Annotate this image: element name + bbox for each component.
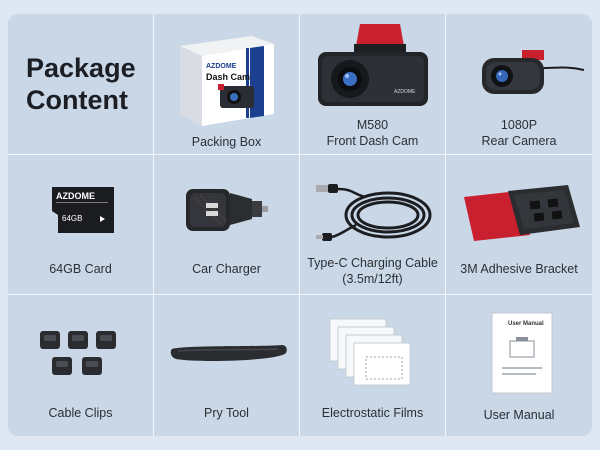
item-front-dash-cam: AZDOME M580 Front Dash Cam xyxy=(300,14,446,155)
card-size-text: 64GB xyxy=(62,214,82,223)
package-content-panel: Package Content AZDOME Dash Cam Packing … xyxy=(8,14,592,436)
item-label-line-1: M580 xyxy=(356,118,389,132)
car-charger-icon xyxy=(186,189,268,231)
pry-tool-icon xyxy=(170,345,287,361)
item-64gb-card: AZDOME 64GB 64GB Card xyxy=(8,155,154,295)
user-manual-icon: User Manual xyxy=(491,312,553,394)
item-adhesive-bracket: 3M Adhesive Bracket xyxy=(446,155,592,295)
packing-box-icon: AZDOME Dash Cam xyxy=(180,36,274,126)
item-label-line-1: Type-C Charging Cable xyxy=(307,256,438,270)
item-label: 3M Adhesive Bracket xyxy=(460,262,578,276)
manual-title-text: User Manual xyxy=(508,321,544,327)
box-brand-text: AZDOME xyxy=(206,63,237,70)
camera-brand-text: AZDOME xyxy=(394,89,416,95)
front-dash-cam-icon: AZDOME xyxy=(318,24,428,106)
item-label-line-1: 1080P xyxy=(500,118,538,132)
electrostatic-films-icon xyxy=(329,318,411,386)
item-label: 64GB Card xyxy=(49,262,112,276)
rear-camera-icon xyxy=(482,50,584,94)
sd-card-icon: AZDOME 64GB xyxy=(52,187,114,233)
page-title: Package Content xyxy=(26,52,136,116)
charging-cable-icon xyxy=(316,184,432,241)
adhesive-bracket-icon xyxy=(464,185,580,241)
item-pry-tool: Pry Tool xyxy=(154,295,300,436)
card-brand-text: AZDOME xyxy=(56,191,95,201)
item-label: User Manual xyxy=(483,408,555,422)
box-product-text: Dash Cam xyxy=(206,72,250,82)
item-charging-cable: Type-C Charging Cable (3.5m/12ft) xyxy=(300,155,446,295)
item-packing-box: AZDOME Dash Cam Packing Box xyxy=(154,14,300,155)
item-car-charger: Car Charger xyxy=(154,155,300,295)
title-line-2: Content xyxy=(26,85,128,115)
item-user-manual: User Manual User Manual xyxy=(446,295,592,436)
item-cable-clips: Cable Clips xyxy=(8,295,154,436)
item-label: Electrostatic Films xyxy=(321,406,424,420)
cable-clips-icon xyxy=(40,331,116,375)
item-electrostatic-films: Electrostatic Films xyxy=(300,295,446,436)
item-label: Car Charger xyxy=(192,262,261,276)
title-cell: Package Content xyxy=(8,14,154,155)
item-label-line-2: Rear Camera xyxy=(481,134,557,148)
item-rear-camera: 1080P Rear Camera xyxy=(446,14,592,155)
item-label-line-2: Front Dash Cam xyxy=(326,134,419,148)
contents-grid: Package Content AZDOME Dash Cam Packing … xyxy=(8,14,592,436)
title-line-1: Package xyxy=(26,53,136,83)
item-label-line-2: (3.5m/12ft) xyxy=(342,272,403,286)
item-label: Pry Tool xyxy=(204,406,249,420)
item-label: Cable Clips xyxy=(48,406,113,420)
item-label: Packing Box xyxy=(191,135,262,149)
